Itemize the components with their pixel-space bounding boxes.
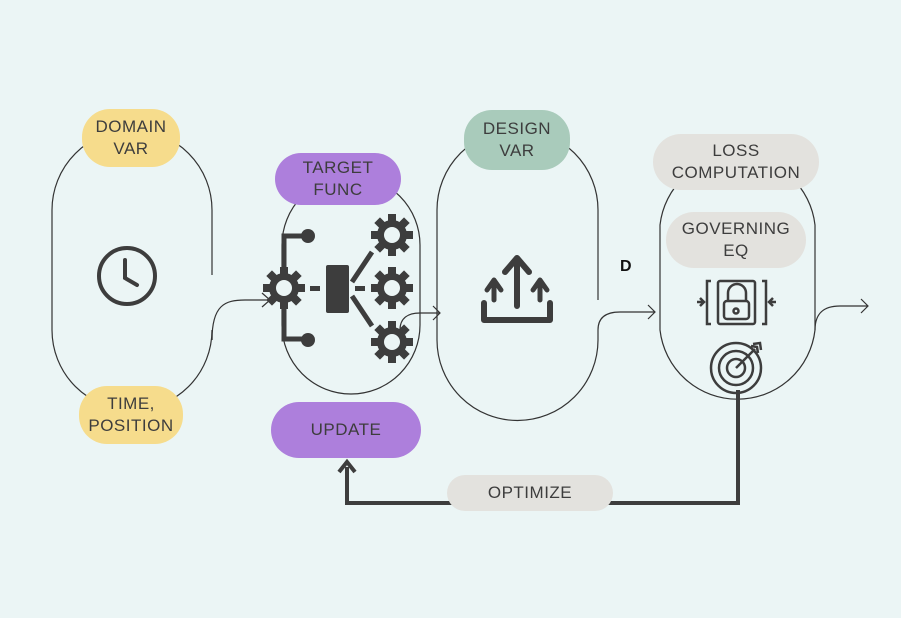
d-label: D <box>620 258 632 275</box>
domain-var-node: DOMAIN VAR <box>82 109 180 167</box>
governing-eq-node: GOVERNING EQ <box>666 212 806 268</box>
arrow-to-design <box>399 305 441 331</box>
design-var-node: DESIGN VAR <box>464 110 570 170</box>
target-func-node: TARGET FUNC <box>275 153 401 205</box>
lock-icon <box>697 279 776 326</box>
gears-network-icon <box>263 214 413 363</box>
domain-container <box>51 129 213 411</box>
update-node: UPDATE <box>271 402 421 458</box>
loss-computation-node: LOSS COMPUTATION <box>653 134 819 190</box>
optimize-node: OPTIMIZE <box>447 475 613 511</box>
arrow-output <box>814 298 869 331</box>
clock-icon <box>97 246 157 306</box>
arrow-to-target <box>211 292 271 341</box>
bullseye-target-icon <box>709 341 763 395</box>
time-position-node: TIME, POSITION <box>79 386 183 444</box>
arrow-to-loss <box>597 304 656 331</box>
loss-container <box>659 155 816 400</box>
upload-arrows-icon <box>481 255 553 323</box>
